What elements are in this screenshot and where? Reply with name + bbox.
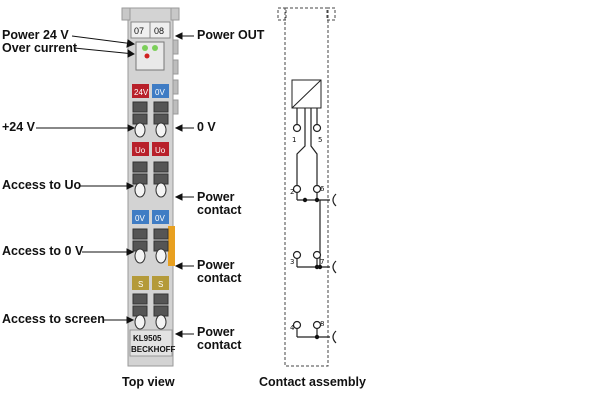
tag-s2-text: S: [158, 280, 164, 289]
tag-0v-b1: [132, 210, 149, 224]
label-power-contact-3a: Power: [197, 325, 235, 339]
label-power-contact-1a: Power: [197, 190, 235, 204]
tag-s2: [152, 276, 169, 290]
led-green-1: [142, 45, 148, 51]
label-power-contact-3b: contact: [197, 338, 242, 352]
tag-24v: [132, 84, 149, 98]
tag-0v-b1-text: 0V: [135, 214, 145, 223]
contact-num-6: 6: [320, 185, 325, 193]
brand-label: BECKHOFF: [131, 345, 176, 354]
contact-num-1: 1: [292, 136, 297, 144]
tag-s1-text: S: [138, 280, 144, 289]
terminal-8: [312, 320, 322, 330]
model-label: KL9505: [133, 334, 162, 343]
orange-marker: [168, 226, 175, 266]
terminal-5: [312, 123, 322, 133]
terminal-7: [312, 250, 322, 260]
terminal-4: [292, 320, 302, 330]
contact-num-2: 2: [290, 188, 295, 196]
contact-num-7: 7: [320, 258, 325, 266]
tag-uo-2: [152, 142, 169, 156]
tag-0v-a: [152, 84, 169, 98]
contact-num-4: 4: [290, 324, 295, 332]
label-power-contact-1b: contact: [197, 203, 242, 217]
led-red: [144, 53, 150, 59]
caption-contact-assembly: Contact assembly: [259, 375, 366, 389]
led-label-08: 08: [154, 26, 165, 36]
contact-num-5: 5: [318, 136, 323, 144]
label-power-out: Power OUT: [197, 28, 265, 42]
tag-uo-2-text: Uo: [155, 146, 166, 155]
contact-num-3: 3: [290, 258, 295, 266]
label-0v: 0 V: [197, 120, 216, 134]
assembly-outline: [284, 7, 329, 367]
tag-0v-b2-text: 0V: [155, 214, 165, 223]
led-green-2: [152, 45, 158, 51]
terminal-6: [312, 184, 322, 194]
led-label-07: 07: [134, 26, 145, 36]
caption-top-view: Top view: [122, 375, 175, 389]
label-access-screen: Access to screen: [2, 312, 105, 326]
terminal-1: [292, 123, 302, 133]
label-plus-24v: +24 V: [2, 120, 36, 134]
label-power-contact-2b: contact: [197, 271, 242, 285]
label-access-uo: Access to Uo: [2, 178, 82, 192]
contact-num-8: 8: [320, 320, 325, 328]
led-window: [135, 41, 165, 71]
tag-0v-a-text: 0V: [155, 88, 165, 97]
tag-0v-b2: [152, 210, 169, 224]
tag-uo-1: [132, 142, 149, 156]
label-over-current: Over current: [2, 41, 78, 55]
tag-s1: [132, 276, 149, 290]
terminal-3: [292, 250, 302, 260]
label-power-24v: Power 24 V: [2, 28, 69, 42]
tag-24v-text: 24V: [134, 88, 149, 97]
tag-uo-1-text: Uo: [135, 146, 146, 155]
terminal-2: [292, 184, 302, 194]
label-access-0v: Access to 0 V: [2, 244, 84, 258]
label-power-contact-2a: Power: [197, 258, 235, 272]
